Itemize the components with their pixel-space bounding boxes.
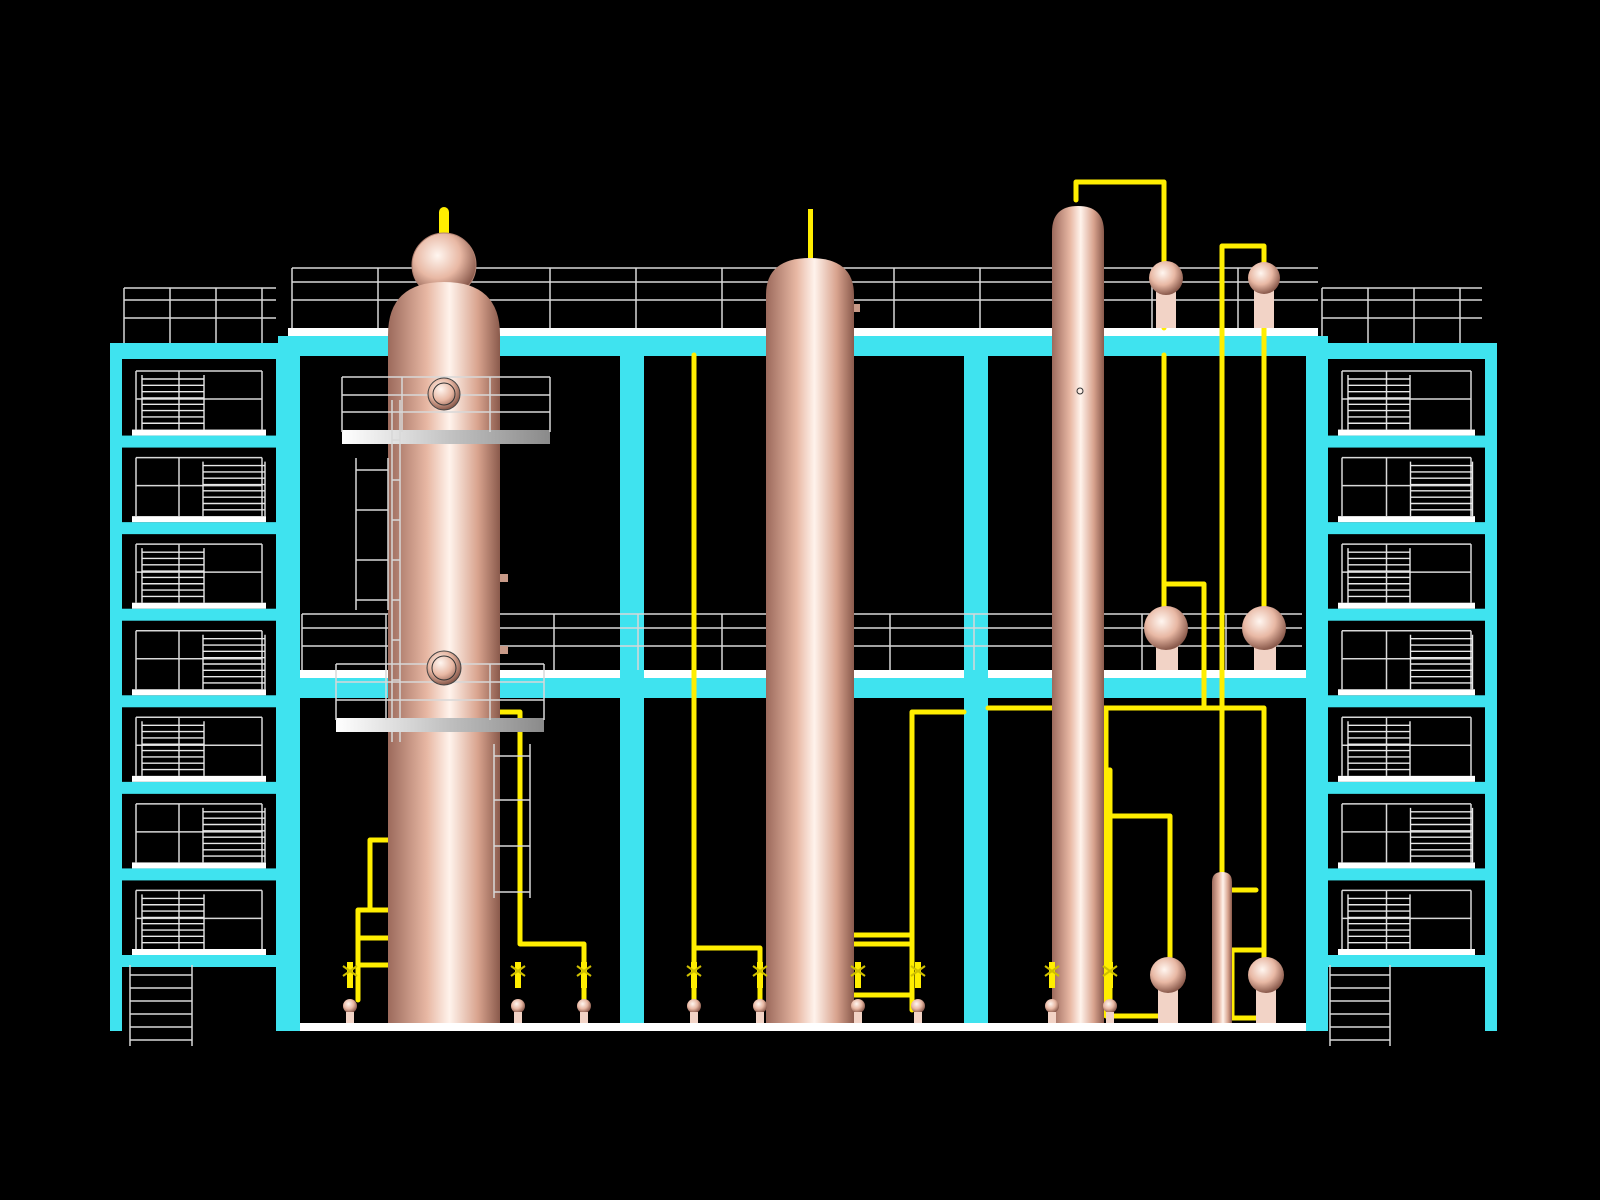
left-frame-level: [122, 543, 276, 621]
drum-ground-right: [1248, 957, 1284, 993]
ground-pumps: [342, 962, 1118, 1023]
right-frame-outer-post: [1485, 343, 1497, 1031]
spherical-drums: [1144, 261, 1286, 1023]
right-frame-level: [1328, 543, 1485, 621]
drum-ground-left: [1150, 957, 1186, 993]
right-frame-level: [1328, 716, 1485, 794]
pipe-bay2-overhead: [909, 709, 967, 947]
main-column-right: [1306, 336, 1328, 1031]
main-column-2: [620, 336, 644, 1031]
pipe-col1-lower-branch: [355, 907, 391, 1003]
pump: [910, 962, 926, 1023]
pipe-col3-lower-loop: [1103, 813, 1173, 963]
column-3-sight-nozzle: [1076, 387, 1084, 395]
left-frame-level: [122, 370, 276, 448]
process-piping: [355, 179, 1267, 1021]
pipe-bay1-to-pump: [691, 945, 763, 1013]
left-frame-level: [122, 456, 276, 535]
right-ground-ladder: [1329, 965, 1391, 1046]
pump: [342, 962, 358, 1023]
right-frame-level: [1328, 456, 1485, 535]
drum-roof-left: [1149, 261, 1183, 295]
pipe-col1-bottom-loop: [367, 837, 391, 913]
drum-mid-right: [1242, 606, 1286, 650]
main-column-3: [964, 336, 988, 1031]
drum-mid-left: [1144, 606, 1188, 650]
right-frame-roof: [1318, 343, 1497, 359]
column-2-nozzle: [854, 304, 860, 312]
column-1-ladder: [355, 400, 401, 742]
pipe-col3-reflux: [1161, 581, 1207, 711]
right-frame-levels: [1328, 370, 1485, 967]
pump: [1044, 962, 1060, 1023]
pipe-col3-left-drop: [1103, 767, 1113, 1013]
column-1-nozzle-lower: [500, 646, 508, 654]
column-1-nozzle: [500, 574, 508, 582]
main-column-left: [278, 336, 300, 1031]
column-1-lower-ladder: [493, 744, 531, 898]
pump: [1102, 962, 1118, 1023]
column-1: [335, 207, 551, 1023]
pump: [850, 962, 866, 1023]
left-frame-levels: [122, 370, 276, 967]
ground-slab: [300, 1023, 1306, 1031]
right-roof-railing: [1321, 287, 1482, 343]
drum-roof-right: [1248, 262, 1280, 294]
pump: [686, 962, 702, 1023]
left-frame-roof: [110, 343, 286, 359]
right-frame-level: [1328, 629, 1485, 708]
pump: [576, 962, 592, 1023]
left-roof-railing: [123, 287, 276, 343]
left-frame-level: [122, 803, 276, 881]
right-frame-level: [1328, 370, 1485, 448]
column-2-vent-pipe: [808, 209, 813, 259]
left-frame-level: [122, 716, 276, 794]
column-1-lower-platform: [335, 650, 545, 732]
right-stair-frame: [1318, 287, 1497, 1046]
right-frame-level: [1328, 803, 1485, 881]
left-stair-frame: [110, 287, 286, 1046]
pump: [752, 962, 768, 1023]
pump: [510, 962, 526, 1023]
column-2-shell: [766, 258, 854, 1023]
column-3: [1052, 206, 1104, 1023]
pipe-right-drum-riser: [1219, 297, 1267, 893]
pipe-col3-overhead: [1073, 179, 1167, 331]
column-3-shell: [1052, 206, 1104, 1023]
small-vertical-vessel: [1212, 872, 1232, 1023]
column-2: [766, 209, 860, 1023]
left-ground-ladder: [129, 965, 193, 1046]
left-frame-outer-post: [110, 343, 122, 1031]
right-frame-level: [1328, 889, 1485, 967]
left-frame-level: [122, 889, 276, 967]
left-frame-level: [122, 629, 276, 708]
